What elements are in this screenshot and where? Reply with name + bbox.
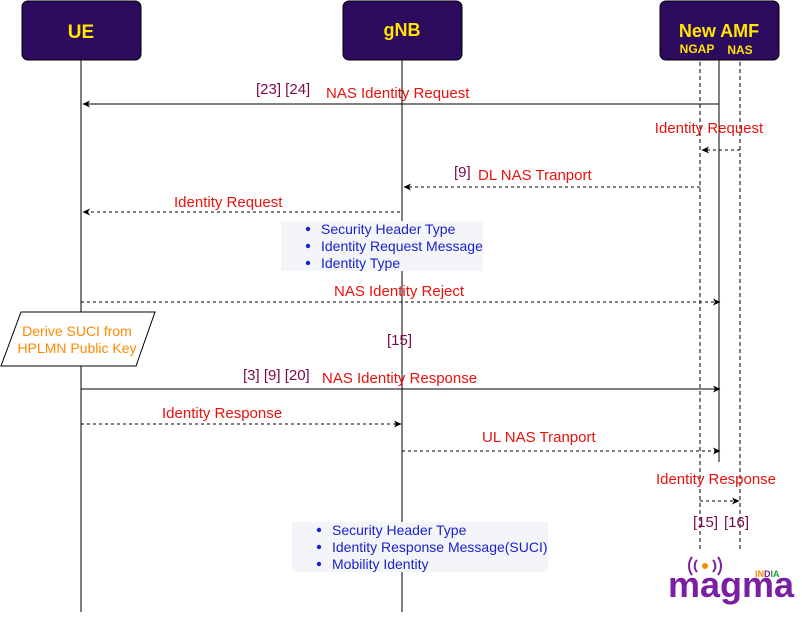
- info-item: Security Header Type: [321, 221, 456, 237]
- msg-identity-request-amf-label: Identity Request: [655, 120, 764, 137]
- amf-label: New AMF: [679, 21, 759, 41]
- info-box-bg: [281, 221, 483, 271]
- info-item: Mobility Identity: [332, 556, 428, 572]
- msg-identity-response-amf-label: Identity Response: [656, 471, 776, 488]
- bullet: [305, 260, 311, 266]
- note-line-1: Derive SUCI from: [22, 323, 132, 339]
- msg-identity-response-ue-label: Identity Response: [162, 405, 282, 422]
- ue-entity: UE: [21, 0, 142, 61]
- msg-identity-request-ue-label: Identity Request: [174, 194, 283, 211]
- gnb-box: [342, 0, 463, 61]
- msg-nas-identity-request-refs: [23] [24]: [256, 81, 310, 98]
- gnb-entity: gNB: [342, 0, 463, 61]
- ue-label: UE: [68, 22, 94, 43]
- ue-box: [21, 0, 142, 61]
- ngap-ref: [15]: [693, 514, 718, 531]
- antenna-icon: [688, 556, 722, 576]
- msg-nas-identity-response-label: NAS Identity Response: [322, 370, 477, 387]
- msg-dl-nas-transport-refs: [9]: [454, 164, 471, 181]
- info-item: Identity Type: [321, 255, 400, 271]
- info-item: Security Header Type: [332, 522, 467, 538]
- amf-entity: New AMF NGAP NAS: [659, 0, 780, 61]
- msg-nas-identity-response-refs: [3] [9] [20]: [243, 367, 310, 384]
- bullet: [305, 226, 311, 232]
- nas-ref: [16]: [724, 514, 749, 531]
- msg-nas-identity-reject-label: NAS Identity Reject: [334, 283, 465, 300]
- bullet: [316, 544, 322, 550]
- nas-label: NAS: [727, 43, 752, 57]
- bullet: [316, 527, 322, 533]
- logo-india: INDIA: [755, 569, 780, 579]
- gnb-ref: [15]: [387, 332, 412, 349]
- amf-box: [659, 0, 780, 61]
- identity-response-info: Security Header Type Identity Response M…: [292, 522, 548, 572]
- msg-dl-nas-transport-label: DL NAS Tranport: [478, 167, 592, 184]
- msg-nas-identity-request-label: NAS Identity Request: [326, 85, 470, 102]
- magma-india-logo: magma INDIA: [668, 556, 795, 605]
- gnb-label: gNB: [384, 20, 421, 40]
- note-line-2: HPLMN Public Key: [17, 340, 136, 356]
- bullet: [316, 561, 322, 567]
- info-item: Identity Response Message(SUCI): [332, 539, 548, 555]
- info-item: Identity Request Message: [321, 238, 483, 254]
- info-box-bg: [292, 522, 548, 572]
- derive-suci-note: Derive SUCI from HPLMN Public Key: [0, 311, 156, 367]
- bullet: [305, 243, 311, 249]
- msg-ul-nas-transport-label: UL NAS Tranport: [482, 429, 596, 446]
- identity-request-info: Security Header Type Identity Request Me…: [281, 221, 483, 271]
- ngap-label: NGAP: [680, 42, 715, 56]
- note-shape: [0, 311, 156, 367]
